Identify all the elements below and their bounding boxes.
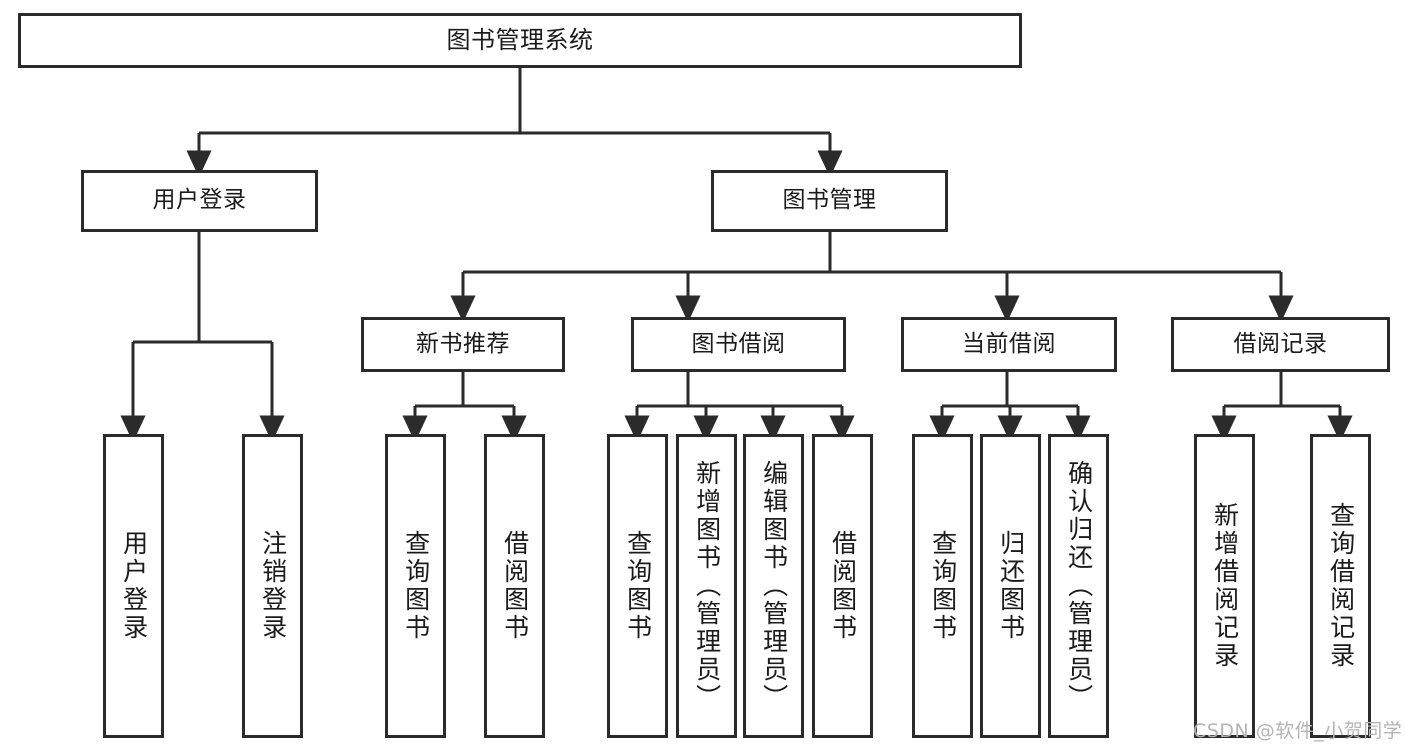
leaf-add-borrow-record[interactable]: 新增借阅记录 xyxy=(1194,434,1255,738)
leaf-borrow-book[interactable]: 借阅图书 xyxy=(812,434,873,738)
leaf-add-book-admin-label: 新增图书（管理员） xyxy=(692,460,722,712)
node-user-login[interactable]: 用户登录 xyxy=(81,170,318,232)
node-book-borrow[interactable]: 图书借阅 xyxy=(631,317,846,372)
leaf-edit-book-admin[interactable]: 编辑图书（管理员） xyxy=(743,434,804,738)
leaf-borrow-query-book-label: 查询图书 xyxy=(623,530,653,642)
node-book-management[interactable]: 图书管理 xyxy=(711,170,948,232)
leaf-add-book-admin[interactable]: 新增图书（管理员） xyxy=(676,434,737,738)
leaf-user-login[interactable]: 用户登录 xyxy=(103,434,164,738)
node-new-book-recommend-label: 新书推荐 xyxy=(416,330,510,357)
leaf-current-query-book-label: 查询图书 xyxy=(928,530,958,642)
node-borrow-record[interactable]: 借阅记录 xyxy=(1171,317,1390,372)
leaf-logout-label: 注销登录 xyxy=(258,530,288,642)
node-current-borrow[interactable]: 当前借阅 xyxy=(901,317,1117,372)
leaf-return-book[interactable]: 归还图书 xyxy=(980,434,1041,738)
leaf-borrow-query-book[interactable]: 查询图书 xyxy=(607,434,668,738)
node-book-borrow-label: 图书借阅 xyxy=(691,330,786,357)
node-new-book-recommend[interactable]: 新书推荐 xyxy=(361,317,565,372)
leaf-confirm-return-admin[interactable]: 确认归还（管理员） xyxy=(1048,434,1109,738)
leaf-logout[interactable]: 注销登录 xyxy=(242,434,303,738)
leaf-query-borrow-record-label: 查询借阅记录 xyxy=(1326,502,1356,670)
leaf-return-book-label: 归还图书 xyxy=(996,530,1026,642)
leaf-new-book-query[interactable]: 查询图书 xyxy=(385,434,446,738)
node-root-label: 图书管理系统 xyxy=(446,26,594,55)
leaf-new-book-query-label: 查询图书 xyxy=(401,530,431,642)
leaf-current-query-book[interactable]: 查询图书 xyxy=(912,434,973,738)
leaf-borrow-book-label: 借阅图书 xyxy=(828,530,858,642)
watermark-text: CSDN @软件_小贺同学 xyxy=(1193,720,1403,742)
leaf-new-book-borrow-label: 借阅图书 xyxy=(500,530,530,642)
leaf-confirm-return-admin-label: 确认归还（管理员） xyxy=(1064,460,1094,712)
leaf-user-login-label: 用户登录 xyxy=(119,530,149,642)
leaf-new-book-borrow[interactable]: 借阅图书 xyxy=(484,434,545,738)
leaf-edit-book-admin-label: 编辑图书（管理员） xyxy=(759,460,789,712)
leaf-query-borrow-record[interactable]: 查询借阅记录 xyxy=(1310,434,1371,738)
node-current-borrow-label: 当前借阅 xyxy=(962,330,1056,357)
node-borrow-record-label: 借阅记录 xyxy=(1233,330,1328,357)
node-book-management-label: 图书管理 xyxy=(782,187,877,214)
node-user-login-label: 用户登录 xyxy=(152,187,247,214)
leaf-add-borrow-record-label: 新增借阅记录 xyxy=(1210,502,1240,670)
node-root[interactable]: 图书管理系统 xyxy=(18,13,1022,68)
